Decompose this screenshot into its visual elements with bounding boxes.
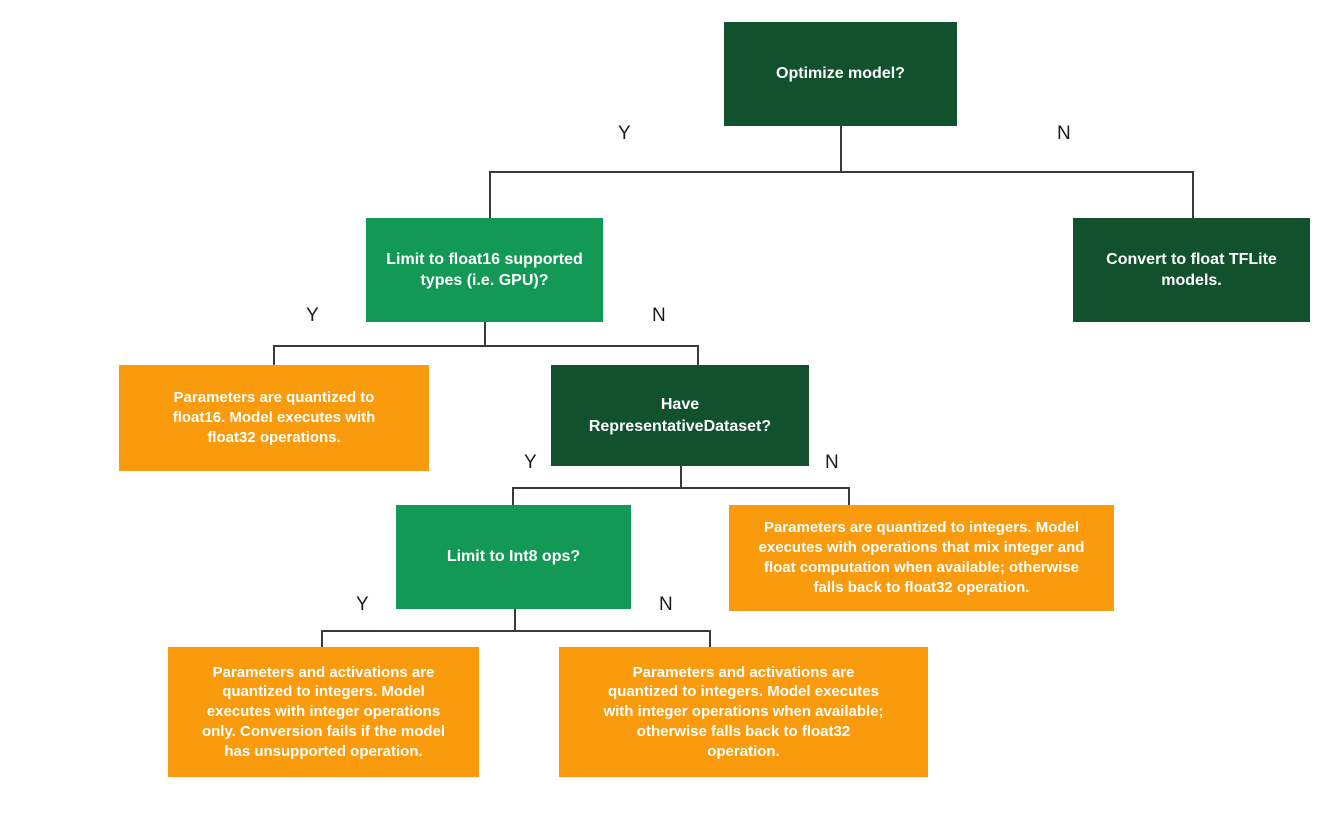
node-params-activations-int-fallback[interactable]: Parameters and activations are quantized… xyxy=(559,647,928,777)
connector-root-stem xyxy=(840,126,842,172)
connector-root-drop-right xyxy=(1192,171,1194,219)
connector-f16-drop-right xyxy=(697,345,699,366)
branch-label-int8-no: N xyxy=(659,594,673,615)
connector-rds-bus xyxy=(512,487,850,489)
connector-f16-bus xyxy=(273,345,699,347)
branch-label-int8-yes: Y xyxy=(356,594,369,615)
node-params-int-mixed[interactable]: Parameters are quantized to integers. Mo… xyxy=(729,505,1114,611)
node-params-float16[interactable]: Parameters are quantized to float16. Mod… xyxy=(119,365,429,471)
connector-f16-drop-left xyxy=(273,345,275,366)
connector-int8-drop-left xyxy=(321,630,323,648)
connector-int8-bus xyxy=(321,630,711,632)
branch-label-f16-no: N xyxy=(652,305,666,326)
branch-label-root-no: N xyxy=(1057,123,1071,144)
node-optimize-model[interactable]: Optimize model? xyxy=(724,22,957,126)
connector-rds-stem xyxy=(680,466,682,488)
node-params-activations-int-only[interactable]: Parameters and activations are quantized… xyxy=(168,647,479,777)
branch-label-rds-yes: Y xyxy=(524,452,537,473)
connector-root-bus xyxy=(489,171,1194,173)
branch-label-root-yes: Y xyxy=(618,123,631,144)
connector-root-drop-left xyxy=(489,171,491,219)
connector-rds-drop-right xyxy=(848,487,850,506)
node-limit-int8-ops[interactable]: Limit to Int8 ops? xyxy=(396,505,631,609)
connector-int8-stem xyxy=(514,609,516,631)
node-convert-float-tflite[interactable]: Convert to float TFLite models. xyxy=(1073,218,1310,322)
branch-label-f16-yes: Y xyxy=(306,305,319,326)
branch-label-rds-no: N xyxy=(825,452,839,473)
connector-rds-drop-left xyxy=(512,487,514,506)
node-limit-float16[interactable]: Limit to float16 supported types (i.e. G… xyxy=(366,218,603,322)
node-have-representative-dataset[interactable]: Have RepresentativeDataset? xyxy=(551,365,809,466)
connector-int8-drop-right xyxy=(709,630,711,648)
connector-f16-stem xyxy=(484,322,486,346)
